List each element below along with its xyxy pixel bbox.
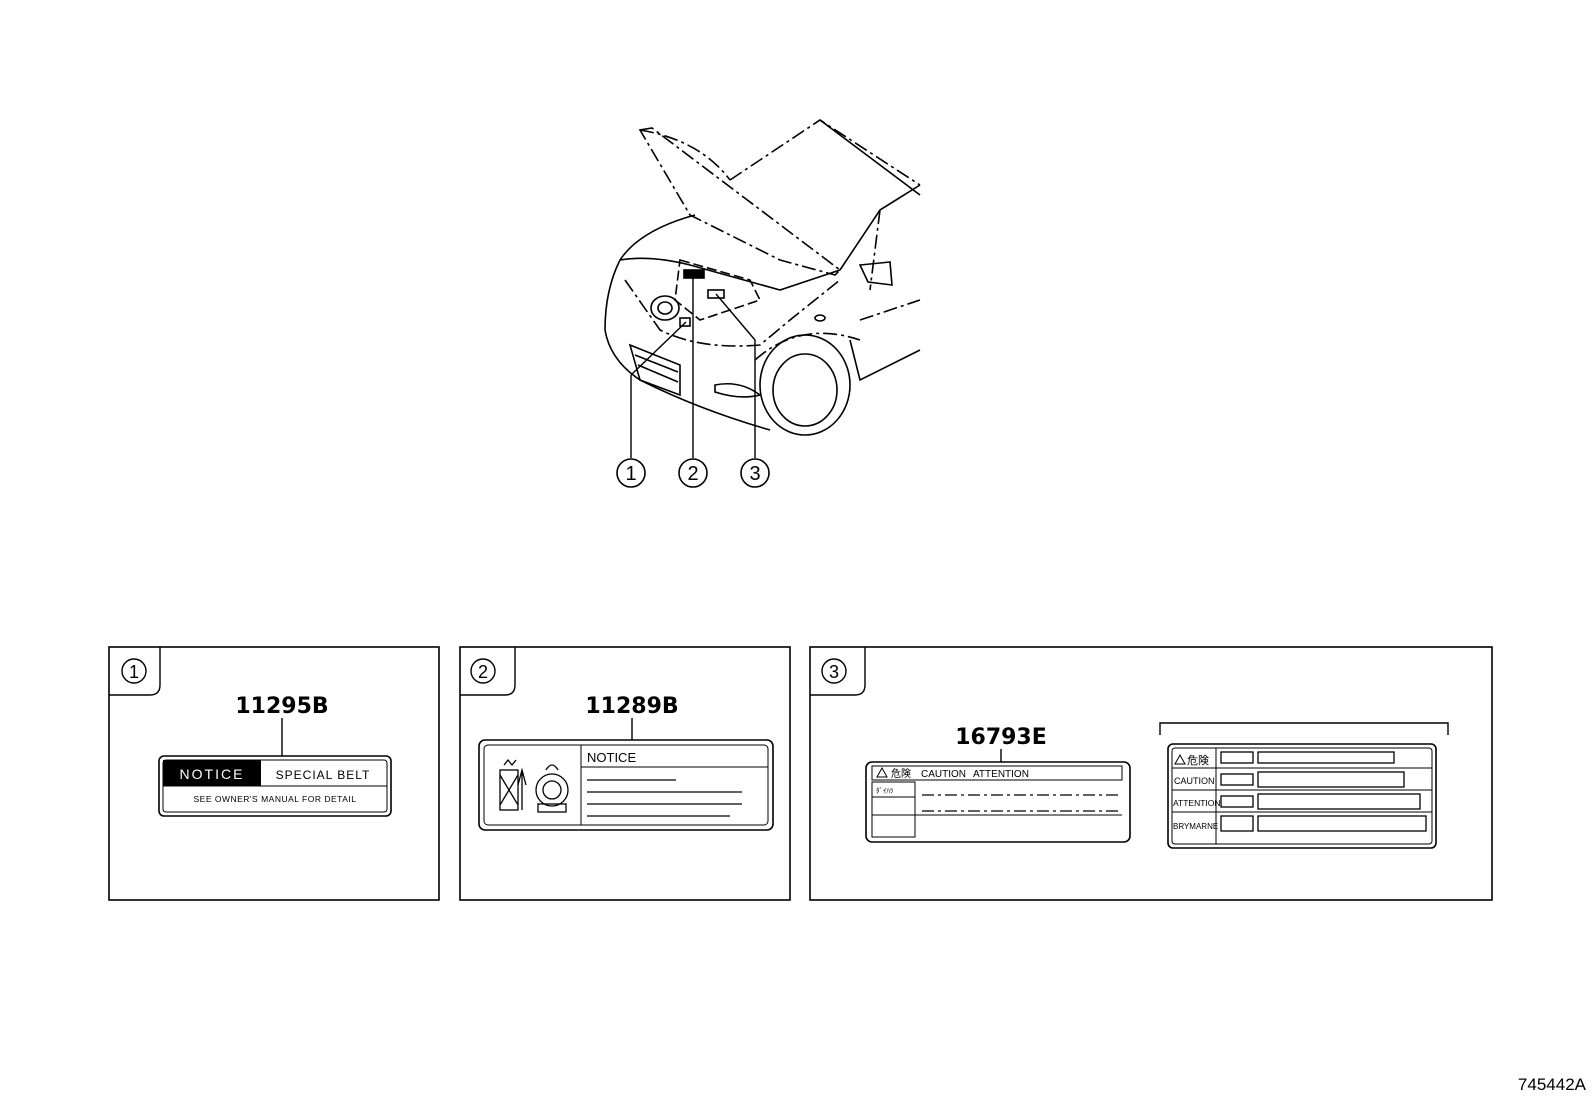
notice-label-special-belt: NOTICE SPECIAL BELT SEE OWNER'S MANUAL F…	[158, 755, 392, 817]
callout-3-label: 3	[749, 463, 760, 485]
panel-2: 2 11289B NOTICE	[459, 646, 791, 901]
callout-2-label: 2	[687, 463, 698, 485]
warning-triangle-icon-b	[1174, 753, 1186, 765]
panel-1-part-number: 11295B	[235, 694, 328, 719]
no-charger-pictogram-icon	[499, 758, 569, 813]
label-a-danger-jp: 危険	[891, 768, 911, 780]
label-a-caution: CAUTION	[921, 769, 966, 780]
callout-1: 1	[616, 458, 646, 488]
panel-3: 3 16793E 危険 CAUTION ATTENTION ﾀﾞｲﾊﾂ	[809, 646, 1493, 901]
label-notice-text-2: NOTICE	[587, 750, 636, 765]
callout-3: 3	[740, 458, 770, 488]
label-b-caution: CAUTION	[1174, 776, 1215, 786]
diagram-id: 745442A	[1518, 1075, 1587, 1094]
label-b-danger-jp: 危険	[1187, 754, 1209, 767]
panel-1-index-circle	[121, 658, 147, 684]
label-a-attention: ATTENTION	[973, 769, 1029, 780]
label-b-attention: ATTENTION	[1173, 798, 1221, 808]
callout-1-label: 1	[625, 463, 636, 485]
callout-2: 2	[678, 458, 708, 488]
panel-3-index: 3	[829, 662, 839, 682]
panel-2-index-circle	[470, 658, 496, 684]
warning-triangle-icon	[876, 766, 888, 778]
panel-1-index: 1	[129, 662, 139, 682]
label-owners-manual-text: SEE OWNER'S MANUAL FOR DETAIL	[193, 794, 356, 804]
caution-label-b: 危険 CAUTION ATTENTION BRYMARNE	[1167, 743, 1437, 849]
panel-2-part-number: 11289B	[585, 694, 678, 719]
label-a-small-row: ﾀﾞｲﾊﾂ	[876, 787, 894, 795]
notice-label-pictogram: NOTICE	[478, 739, 774, 831]
panel-3-index-circle	[821, 658, 847, 684]
car-illustration	[604, 119, 921, 458]
label-notice-text: NOTICE	[180, 766, 245, 782]
caution-label-a: 危険 CAUTION ATTENTION ﾀﾞｲﾊﾂ	[865, 761, 1131, 843]
panel-2-index: 2	[478, 662, 488, 682]
label-special-belt-text: SPECIAL BELT	[276, 768, 371, 782]
label-b-warnung: BRYMARNE	[1173, 822, 1218, 831]
panel-1: 1 11295B NOTICE SPECIAL BELT SEE OWNER'S…	[108, 646, 440, 901]
panel-3-part-number: 16793E	[955, 725, 1047, 750]
